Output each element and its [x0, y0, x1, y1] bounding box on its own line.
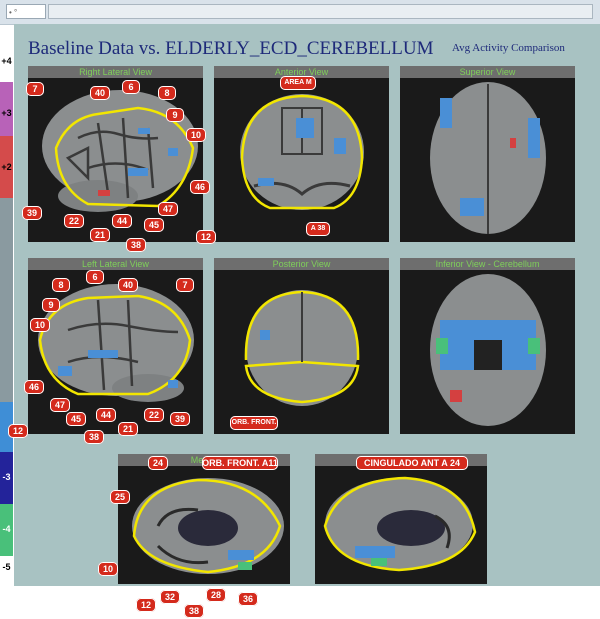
label-badge: 10	[30, 318, 50, 332]
scale-label: +2	[1, 162, 12, 172]
panel-medial-left: Medial	[118, 454, 290, 584]
label-badge: 44	[96, 408, 116, 422]
scale-white-bottom	[0, 556, 13, 574]
label-badge: 24	[148, 456, 168, 470]
page-title: Baseline Data vs. ELDERLY_ECD_CEREBELLUM	[28, 38, 434, 59]
label-badge: 47	[158, 202, 178, 216]
label-badge: 10	[186, 128, 206, 142]
color-scale: +4 +3 +2 -3 -4 -5	[0, 34, 13, 574]
panel-title: Superior View	[400, 66, 575, 78]
label-badge: 7	[176, 278, 194, 292]
label-badge: 21	[118, 422, 138, 436]
label-badge: 38	[126, 238, 146, 252]
label-badge: 12	[196, 230, 216, 244]
scale-magenta	[0, 82, 13, 136]
brain-anterior-image	[240, 94, 364, 210]
scale-gray	[0, 198, 13, 402]
brain-medial-right-image	[323, 476, 477, 572]
panel-title: Left Lateral View	[28, 258, 203, 270]
label-badge: ORB. FRONT. A11	[202, 456, 278, 470]
brain-superior-image	[430, 82, 546, 234]
scale-label: +4	[1, 56, 12, 66]
label-badge: 9	[166, 108, 184, 122]
scale-red	[0, 136, 13, 198]
label-badge: 45	[144, 218, 164, 232]
label-badge: A 38	[306, 222, 330, 236]
label-badge: 38	[184, 604, 204, 618]
address-field[interactable]	[48, 4, 593, 19]
scale-label: +3	[1, 108, 12, 118]
panel-anterior: Anterior View	[214, 66, 389, 242]
label-badge: 8	[158, 86, 176, 100]
label-badge: 6	[122, 80, 140, 94]
brain-inferior-image	[430, 274, 546, 426]
label-badge: 46	[24, 380, 44, 394]
panel-posterior: Posterior View	[214, 258, 389, 434]
label-badge: ORB. FRONT.	[230, 416, 278, 430]
label-badge: 12	[8, 424, 28, 438]
label-badge: 39	[170, 412, 190, 426]
label-badge: 7	[26, 82, 44, 96]
label-badge: 25	[110, 490, 130, 504]
label-badge: 21	[90, 228, 110, 242]
brain-medial-left-image	[132, 478, 284, 574]
scale-green	[0, 504, 13, 556]
scale-label: -3	[2, 472, 11, 482]
label-badge: 22	[64, 214, 84, 228]
label-badge: 47	[50, 398, 70, 412]
scale-dark-blue	[0, 452, 13, 504]
label-badge: 40	[118, 278, 138, 292]
label-badge: 45	[66, 412, 86, 426]
brain-left-lateral-image	[38, 284, 194, 402]
scale-light-blue	[0, 402, 13, 452]
label-badge: 40	[90, 86, 110, 100]
label-badge: 8	[52, 278, 70, 292]
panel-title: Right Lateral View	[28, 66, 203, 78]
small-input-field[interactable]: • °	[6, 4, 46, 19]
page-subtitle: Avg Activity Comparison	[452, 42, 565, 54]
panel-title: Inferior View - Cerebellum	[400, 258, 575, 270]
window-toolbar: • °	[0, 0, 600, 25]
brain-right-lateral-image	[42, 90, 198, 212]
label-badge: 6	[86, 270, 104, 284]
brain-posterior-image	[244, 290, 360, 406]
panel-medial-right	[315, 454, 487, 584]
label-badge: 9	[42, 298, 60, 312]
label-badge: 22	[144, 408, 164, 422]
label-badge: 44	[112, 214, 132, 228]
scale-white	[0, 34, 13, 82]
label-badge: 10	[98, 562, 118, 576]
label-badge: 39	[22, 206, 42, 220]
panel-superior: Superior View	[400, 66, 575, 242]
label-badge: AREA M	[280, 76, 316, 90]
label-badge: 46	[190, 180, 210, 194]
scale-label: -4	[2, 524, 11, 534]
panel-inferior: Inferior View - Cerebellum	[400, 258, 575, 434]
label-badge: 12	[136, 598, 156, 612]
label-badge: 36	[238, 592, 258, 606]
label-badge: 38	[84, 430, 104, 444]
label-badge: 28	[206, 588, 226, 602]
panel-title: Posterior View	[214, 258, 389, 270]
panel-title: Anterior View	[214, 66, 389, 78]
scale-label: -5	[2, 562, 11, 572]
label-badge: 32	[160, 590, 180, 604]
label-badge: CINGULADO ANT A 24	[356, 456, 468, 470]
